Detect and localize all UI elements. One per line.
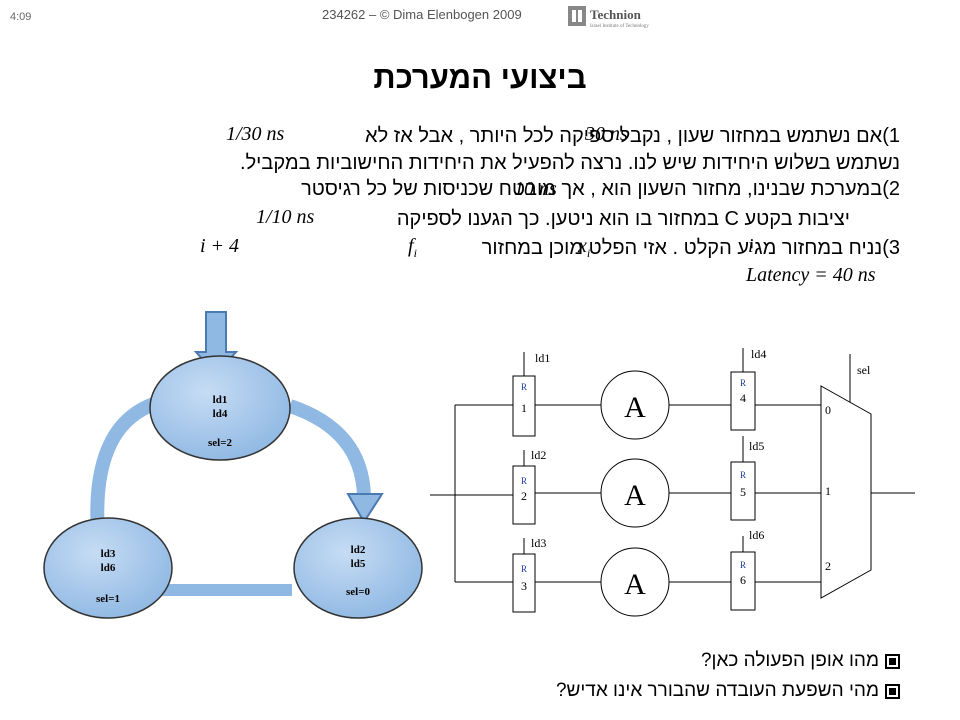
mux-input-2: 2 [825, 559, 831, 573]
question-text-2: מהי השפעת העובדה שהבורר אינו אדיש? [555, 680, 879, 701]
reg2-ld: ld2 [531, 448, 546, 462]
page-title: ביצועי המערכת [373, 60, 587, 95]
technion-logo: Technion Israel Institute of Technology [568, 6, 649, 29]
unit-a-2: A [624, 479, 646, 512]
text-line-5: 3)נניח במחזור מגיע הקלט . אזי הפלט מוכן … [481, 237, 900, 259]
math-latency: Latency = 40 ns [746, 264, 876, 286]
reg6-n: 6 [740, 573, 746, 587]
circuit-diagram: R 1 ld1 R 2 ld2 R 3 ld3 R 4 ld4 R 5 ld5 … [430, 347, 915, 617]
logo-text: Technion [590, 7, 642, 22]
state-diagram: ld1 ld4 sel=2 ld2 ld5 sel=0 ld3 ld6 sel=… [43, 311, 423, 619]
text-line-1: 1)אם נשתמש במחזור שעון , נקבל ספיקה לכל … [365, 125, 900, 147]
reg4-ld: ld4 [751, 347, 766, 361]
unit-a-1: A [624, 391, 646, 424]
math-xi: xi [578, 235, 591, 260]
logo-subtext: Israel Institute of Technology [590, 24, 649, 29]
mux-input-0: 0 [825, 403, 831, 417]
state-right-line-2: ld5 [351, 558, 366, 570]
state-left: ld3 ld6 sel=1 [43, 517, 173, 619]
question-item-1: מהו אופן הפעולה כאן? [556, 646, 900, 676]
text-line-3: 2)במערכת שבנינו, מחזור השעון הוא , אך מו… [301, 178, 900, 200]
state-left-line-1: ld3 [101, 548, 116, 560]
reg6-r: R [740, 560, 746, 570]
state-top-line-2: ld4 [213, 408, 228, 420]
state-right: ld2 ld5 sel=0 [293, 517, 423, 619]
reg1-ld: ld1 [535, 351, 550, 365]
mux-input-1: 1 [825, 484, 831, 498]
reg1-n: 1 [521, 401, 527, 415]
reg5-r: R [740, 470, 746, 480]
math-i: i [748, 235, 754, 257]
question-item-2: מהי השפעת העובדה שהבורר אינו אדיש? [556, 676, 900, 706]
reg6-ld: ld6 [749, 528, 764, 542]
square-bullet-icon [885, 683, 900, 699]
copyright-text: 234262 – © Dima Elenbogen 2009 [322, 7, 522, 22]
state-right-line-1: ld2 [351, 544, 366, 556]
math-1-10ns: 1/10 ns [256, 206, 315, 228]
reg3-ld: ld3 [531, 536, 546, 550]
reg4-r: R [740, 378, 746, 388]
unit-a-3: A [624, 568, 646, 601]
text-line-4: יציבות בקטע C במחזור בו הוא ניטען. כך הג… [396, 208, 850, 230]
math-30ns: 30 ns [585, 123, 628, 145]
mux-sel-label: sel [857, 363, 871, 377]
reg4-n: 4 [740, 391, 746, 405]
reg3-n: 3 [521, 579, 527, 593]
reg1-r: R [521, 382, 527, 392]
question-text-1: מהו אופן הפעולה כאן? [700, 650, 879, 671]
text-line-2: נשתמש בשלוש היחידות שיש לנו. נרצה להפעיל… [240, 152, 900, 174]
math-i-plus-4: i + 4 [200, 235, 240, 257]
reg2-n: 2 [521, 489, 527, 503]
question-list: מהו אופן הפעולה כאן? מהי השפעת העובדה שה… [556, 646, 900, 706]
math-10ns: 10 ns [514, 178, 557, 200]
math-fi: fi [408, 235, 417, 260]
state-top-line-1: ld1 [213, 394, 228, 406]
state-right-line-3: sel=0 [346, 586, 370, 598]
reg5-n: 5 [740, 485, 746, 499]
reg5-ld: ld5 [749, 439, 764, 453]
clock-time: 4:09 [10, 11, 32, 23]
reg2-r: R [521, 476, 527, 486]
state-left-line-2: ld6 [101, 562, 116, 574]
square-bullet-icon [885, 653, 900, 669]
transition-arrow-top-right [287, 399, 371, 497]
state-top-line-3: sel=2 [208, 437, 232, 449]
state-top: ld1 ld4 sel=2 [149, 355, 291, 461]
math-1-30ns: 1/30 ns [226, 123, 285, 145]
reg3-r: R [521, 564, 527, 574]
state-left-line-3: sel=1 [96, 593, 120, 605]
